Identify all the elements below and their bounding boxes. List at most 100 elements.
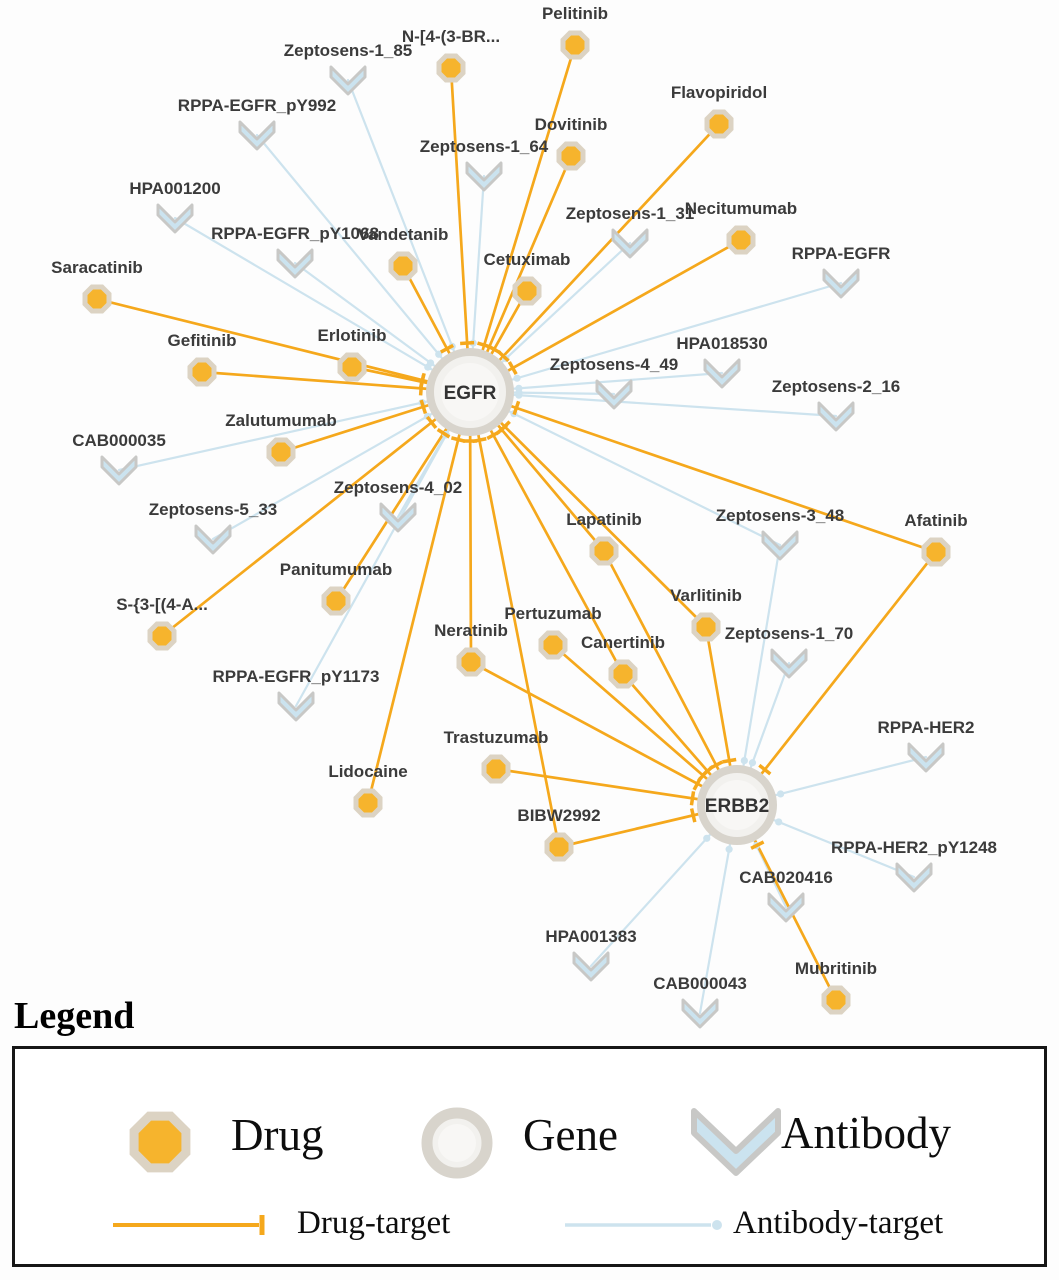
- drug-target-tee: [439, 343, 454, 354]
- drug-node-Flavopiridol: [704, 109, 734, 139]
- edge-drug-target: [200, 370, 472, 394]
- antibody-target-dot: [748, 759, 757, 767]
- antibody-node-HPA018530: [703, 358, 741, 389]
- edge-drug-target: [469, 660, 739, 807]
- antibody-node-RPPA-EGFR_pY1068: [276, 248, 314, 279]
- antibody-node-RPPA-HER2: [907, 742, 945, 773]
- label-layer: EGFRERBB2PelitinibN-[4-(3-BR...Flavopiri…: [51, 4, 997, 993]
- drug-target-tee: [758, 763, 772, 776]
- legend-title: Legend: [14, 995, 135, 1037]
- antibody-node-RPPA-EGFR: [822, 268, 860, 299]
- antibody-node-Zeptosens-3_48: [761, 530, 799, 561]
- node-layer: [82, 30, 951, 1029]
- legend-box: Drug Gene Antibody Drug-target Antibody-…: [12, 1046, 1047, 1267]
- drug-target-tee: [498, 420, 511, 433]
- node-label: RPPA-EGFR: [792, 244, 891, 263]
- drug-target-legend-label: Drug-target: [297, 1205, 451, 1241]
- edge-drug-target: [468, 390, 473, 664]
- drug-target-tee: [487, 344, 502, 355]
- edge-drug-target: [160, 390, 472, 638]
- edge-drug-target: [468, 390, 938, 554]
- drug-node-Mubritinib: [821, 985, 851, 1015]
- antibody-node-Zeptosens-1_64: [465, 161, 503, 192]
- drug-node-S-{3-[(4-A...: [147, 621, 177, 651]
- edge-antibody-target: [255, 133, 472, 394]
- drug-node-Cetuximab: [512, 276, 542, 306]
- node-label: RPPA-EGFR_pY992: [178, 96, 336, 115]
- node-label: Zeptosens-1_70: [725, 624, 854, 643]
- drug-target-tee: [507, 361, 518, 375]
- edge-layer: [95, 43, 938, 1015]
- antibody-target-legend-label: Antibody-target: [733, 1205, 944, 1241]
- drug-node-BIBW2992: [544, 832, 574, 862]
- edge-drug-target: [468, 238, 743, 394]
- gene-label: ERBB2: [705, 796, 769, 817]
- antibody-node-Zeptosens-1_70: [770, 648, 808, 679]
- node-label: S-{3-[(4-A...: [116, 595, 208, 614]
- drug-target-tee: [689, 791, 696, 806]
- node-label: Dovitinib: [535, 115, 608, 134]
- node-label: Pelitinib: [542, 4, 608, 23]
- node-label: Trastuzumab: [444, 728, 549, 747]
- node-label: Saracatinib: [51, 258, 143, 277]
- edge-antibody-target: [117, 390, 472, 472]
- node-label: Lapatinib: [566, 510, 642, 529]
- antibody-node-Zeptosens-4_02: [379, 502, 417, 533]
- drug-target-tee: [512, 400, 521, 416]
- drug-node-Trastuzumab: [481, 754, 511, 784]
- edge-marker-layer: [418, 339, 785, 853]
- node-label: Cetuximab: [484, 250, 571, 269]
- edge-drug-target: [468, 122, 721, 394]
- drug-node-Lapatinib: [589, 536, 619, 566]
- node-label: CAB020416: [739, 868, 833, 887]
- edge-drug-target: [494, 767, 739, 807]
- drug-node-Zalutumumab: [266, 437, 296, 467]
- drug-node-Vandetanib: [388, 251, 418, 281]
- antibody-target-dot: [740, 757, 748, 765]
- antibody-target-dot: [515, 391, 523, 399]
- drug-node-Pertuzumab: [538, 630, 568, 660]
- edge-drug-target: [468, 390, 625, 676]
- antibody-node-CAB020416: [767, 892, 805, 923]
- drug-target-tee: [425, 415, 438, 430]
- gene-node-inner: [441, 363, 499, 421]
- node-label: Afatinib: [904, 511, 967, 530]
- node-label: Zeptosens-5_33: [149, 500, 278, 519]
- gene-node-inner: [712, 780, 762, 830]
- drug-target-tee: [460, 340, 475, 346]
- edge-drug-target: [366, 390, 472, 805]
- gene-legend-label: Gene: [523, 1110, 618, 1160]
- node-label: Zeptosens-4_02: [334, 478, 463, 497]
- antibody-node-Zeptosens-1_85: [329, 65, 367, 96]
- node-label: BIBW2992: [517, 806, 600, 825]
- node-label: Mubritinib: [795, 959, 877, 978]
- node-label: Zalutumumab: [225, 411, 336, 430]
- drug-target-tee: [486, 430, 501, 440]
- node-label: RPPA-HER2_pY1248: [831, 838, 997, 857]
- drug-target-tee: [689, 808, 697, 823]
- edge-antibody-target: [173, 216, 472, 394]
- drug-node-Varlitinib: [691, 612, 721, 642]
- drug-node-Saracatinib: [82, 284, 112, 314]
- node-label: Gefitinib: [168, 331, 237, 350]
- antibody-legend-icon: [691, 1108, 781, 1176]
- antibody-target-dot: [426, 359, 435, 367]
- gene-legend-icon: [421, 1107, 493, 1179]
- drug-node-Afatinib: [921, 537, 951, 567]
- node-label: Zeptosens-4_49: [550, 355, 679, 374]
- edge-drug-target: [735, 550, 938, 807]
- drug-target-tee: [436, 427, 451, 439]
- edge-drug-target: [468, 390, 708, 629]
- drug-node-Necitumumab: [726, 225, 756, 255]
- drug-legend-icon: [129, 1111, 191, 1173]
- node-label: Zeptosens-3_48: [716, 506, 845, 525]
- antibody-target-dot: [435, 350, 443, 358]
- edge-drug-target: [449, 66, 472, 394]
- gene-label: EGFR: [444, 383, 497, 404]
- node-label: Lidocaine: [328, 762, 407, 781]
- node-label: Neratinib: [434, 621, 508, 640]
- edge-drug-target: [95, 297, 472, 394]
- node-label: Varlitinib: [670, 586, 742, 605]
- drug-node-Canertinib: [608, 659, 638, 689]
